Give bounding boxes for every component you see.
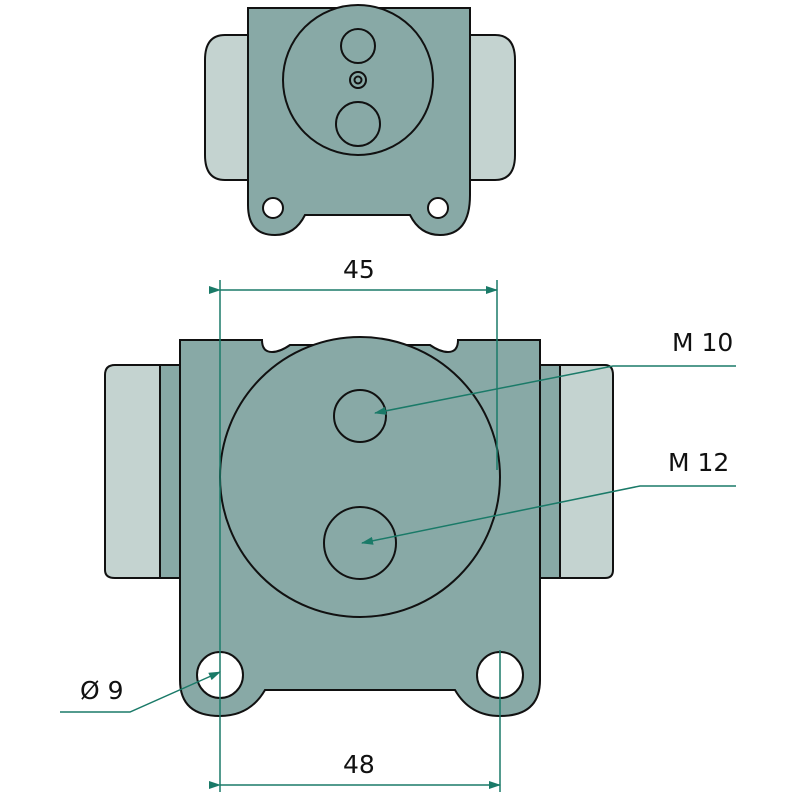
top-mount-hole-left [262, 197, 284, 219]
leader-m10 [374, 365, 736, 415]
leader-m12 [361, 485, 736, 545]
label-hole-diameter: Ø 9 [80, 676, 124, 705]
right-collar [539, 364, 561, 579]
label-m12: M 12 [668, 448, 730, 477]
dim-label-48: 48 [343, 750, 375, 779]
left-sleeve [104, 364, 161, 579]
dimension-lines [60, 280, 736, 792]
left-collar [159, 364, 181, 579]
top-left-sleeve [204, 34, 251, 181]
right-sleeve [559, 364, 614, 579]
top-right-sleeve [469, 34, 516, 181]
top-bleed-inner [353, 75, 363, 85]
top-hole-lower [335, 101, 381, 147]
dim-label-45: 45 [343, 255, 375, 284]
port-m10 [333, 389, 387, 443]
top-mount-hole-right [427, 197, 449, 219]
port-m12 [323, 506, 397, 580]
label-m10: M 10 [672, 328, 734, 357]
top-hole-upper [340, 28, 376, 64]
front-view [104, 336, 614, 718]
top-view [204, 4, 516, 237]
leader-d9 [60, 671, 221, 713]
